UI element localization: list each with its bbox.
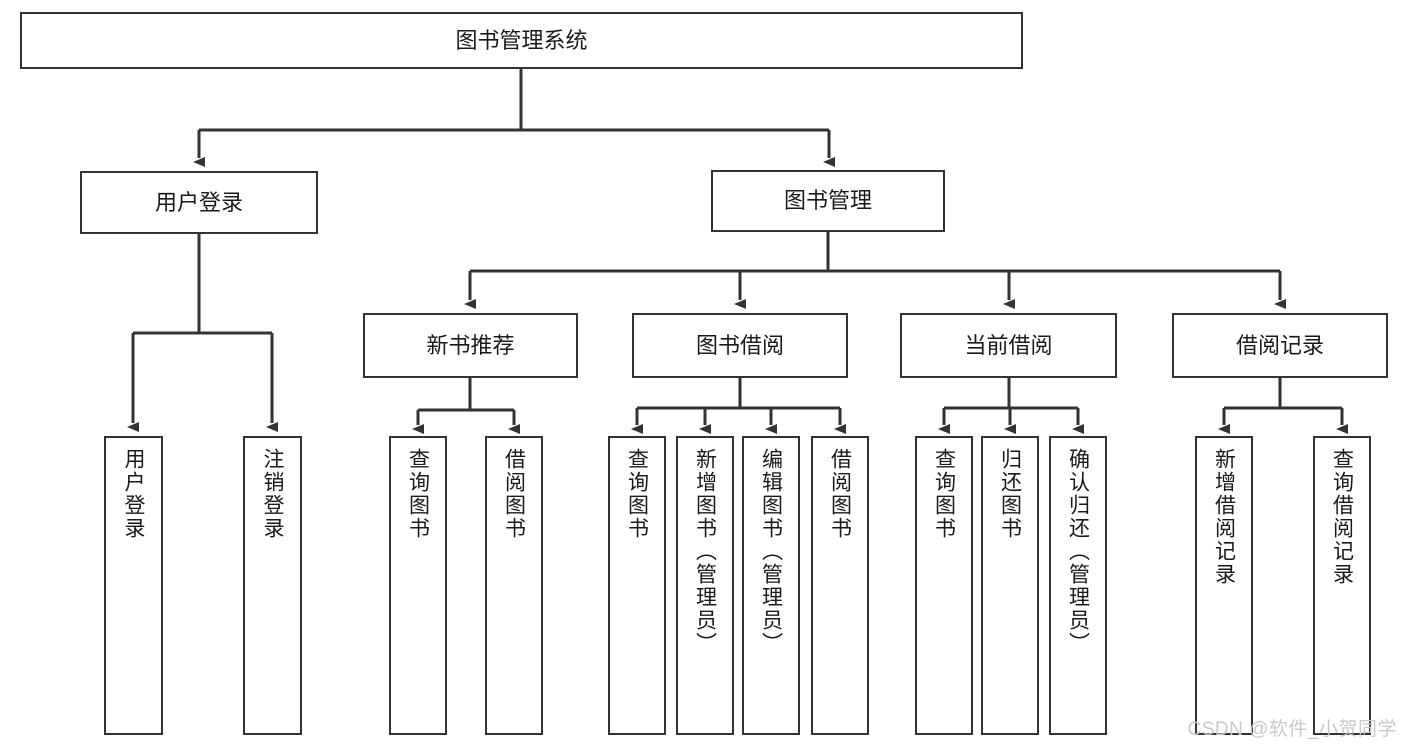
node-book-manage-label: 图书管理 (783, 188, 872, 214)
leaf-return-book-label: 归还图书 (998, 448, 1022, 540)
node-book-borrow-label: 图书借阅 (695, 332, 784, 358)
leaf-borrow-query-book-label: 查询图书 (625, 448, 649, 540)
leaf-query-record-label: 查询借阅记录 (1330, 448, 1354, 586)
node-current-borrow[interactable]: 当前借阅 (900, 313, 1117, 378)
leaf-borrow-query-book[interactable]: 查询图书 (608, 436, 666, 735)
node-book-manage[interactable]: 图书管理 (711, 170, 945, 232)
leaf-query-record[interactable]: 查询借阅记录 (1313, 436, 1371, 735)
leaf-user-login[interactable]: 用户登录 (104, 436, 163, 735)
node-new-book-rec[interactable]: 新书推荐 (363, 313, 578, 378)
node-borrow-record[interactable]: 借阅记录 (1172, 313, 1388, 378)
node-root[interactable]: 图书管理系统 (20, 12, 1023, 69)
leaf-rec-borrow-book[interactable]: 借阅图书 (485, 436, 543, 735)
leaf-confirm-return-label: 确认归还（管理员） (1066, 448, 1090, 655)
leaf-rec-query-book-label: 查询图书 (406, 448, 430, 540)
node-root-label: 图书管理系统 (455, 27, 588, 53)
leaf-add-book-label: 新增图书（管理员） (693, 448, 717, 655)
leaf-logout[interactable]: 注销登录 (243, 436, 302, 735)
node-current-borrow-label: 当前借阅 (964, 332, 1053, 358)
node-book-borrow[interactable]: 图书借阅 (632, 313, 848, 378)
leaf-add-record[interactable]: 新增借阅记录 (1195, 436, 1253, 735)
leaf-add-book[interactable]: 新增图书（管理员） (676, 436, 734, 735)
node-new-book-rec-label: 新书推荐 (426, 332, 515, 358)
node-user-login-label: 用户登录 (154, 189, 243, 215)
leaf-return-book[interactable]: 归还图书 (981, 436, 1039, 735)
leaf-rec-borrow-book-label: 借阅图书 (502, 448, 526, 540)
watermark: CSDN @软件_小贺同学 (1187, 719, 1397, 740)
leaf-borrow-book-label: 借阅图书 (828, 448, 852, 540)
leaf-user-login-label: 用户登录 (122, 448, 145, 540)
leaf-confirm-return[interactable]: 确认归还（管理员） (1049, 436, 1107, 735)
leaf-cur-query-book-label: 查询图书 (932, 448, 956, 540)
leaf-borrow-book[interactable]: 借阅图书 (811, 436, 869, 735)
node-borrow-record-label: 借阅记录 (1235, 332, 1324, 358)
leaf-edit-book-label: 编辑图书（管理员） (759, 448, 783, 655)
leaf-cur-query-book[interactable]: 查询图书 (915, 436, 973, 735)
leaf-rec-query-book[interactable]: 查询图书 (389, 436, 447, 735)
leaf-add-record-label: 新增借阅记录 (1212, 448, 1236, 586)
node-user-login[interactable]: 用户登录 (80, 171, 318, 234)
leaf-edit-book[interactable]: 编辑图书（管理员） (742, 436, 800, 735)
leaf-logout-label: 注销登录 (261, 448, 284, 540)
